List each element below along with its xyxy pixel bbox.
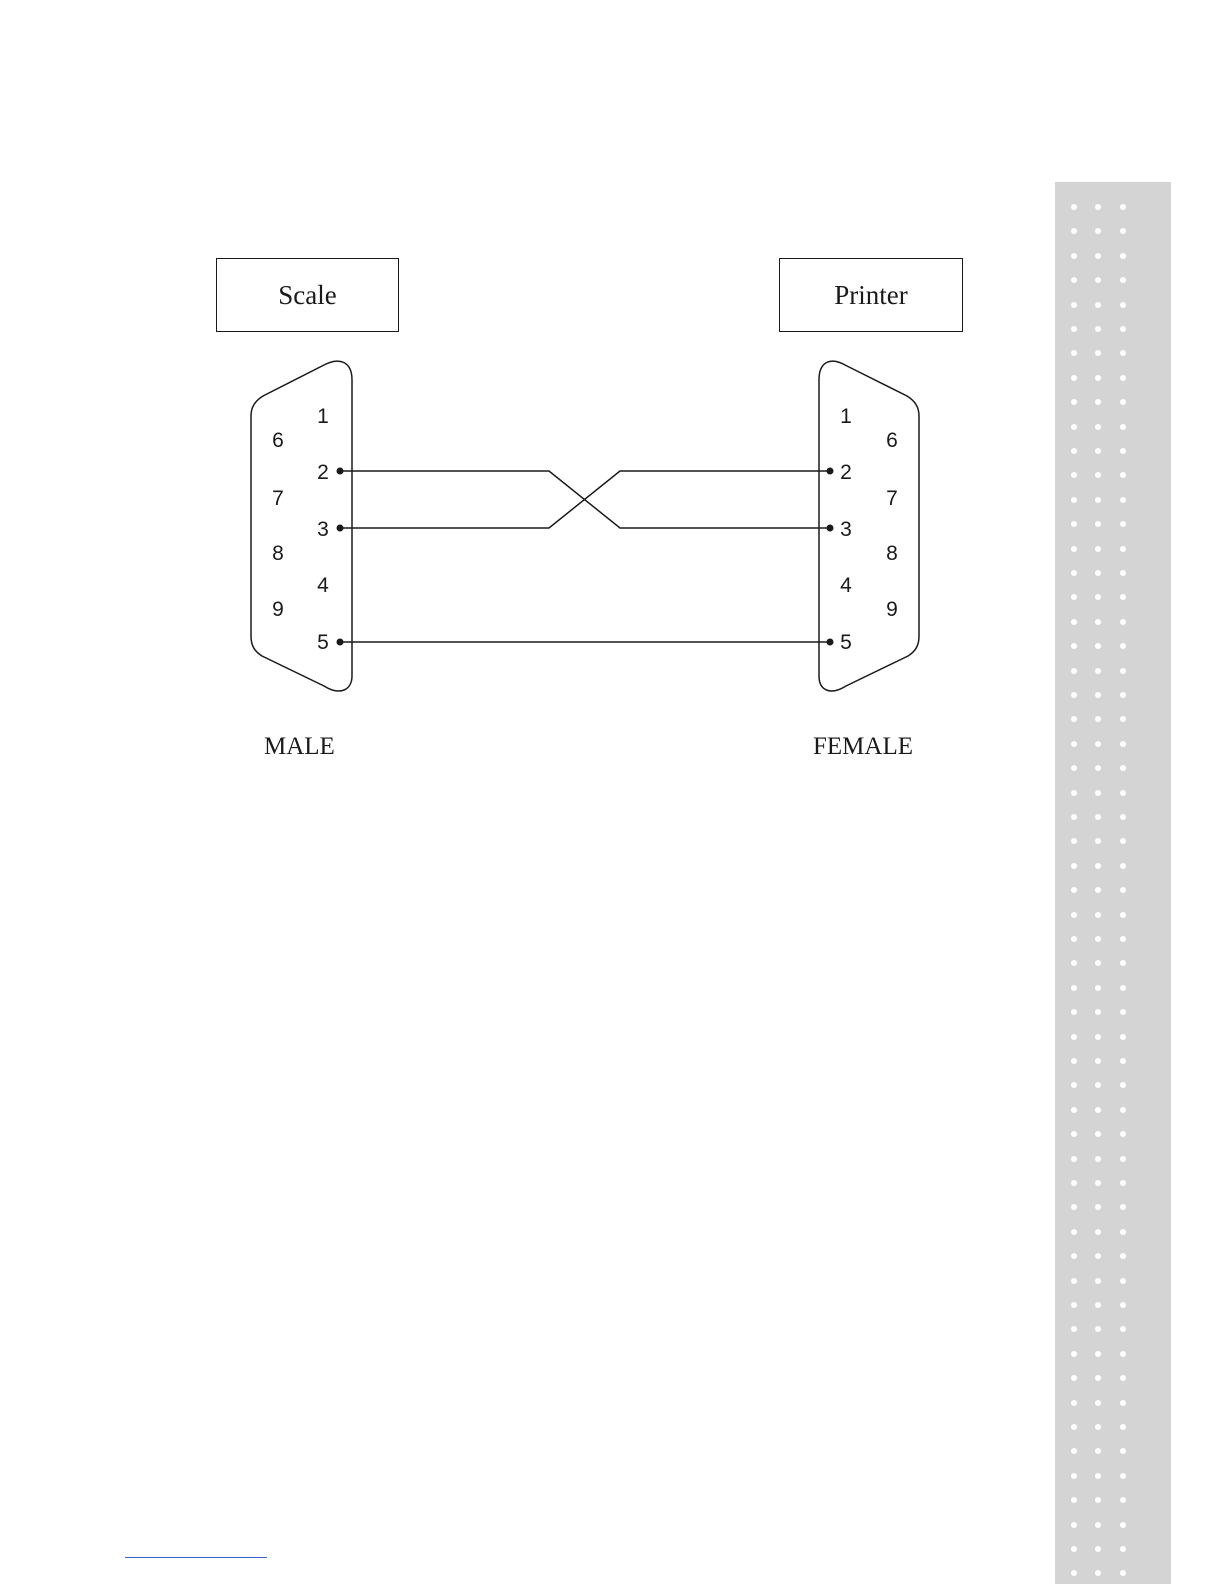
male-pin-5-dot — [337, 639, 344, 646]
female-pin-3: 3 — [840, 518, 852, 541]
female-pin-2: 2 — [840, 461, 852, 484]
male-pin-3-dot — [337, 525, 344, 532]
wire-3-to-2 — [340, 471, 830, 528]
male-pin-3: 3 — [317, 518, 329, 541]
male-pin-7: 7 — [272, 487, 284, 510]
female-pin-2-dot — [827, 468, 834, 475]
male-pin-1: 1 — [317, 405, 329, 428]
male-label: MALE — [264, 733, 335, 761]
male-pin-6: 6 — [272, 429, 284, 452]
male-pin-9: 9 — [272, 598, 284, 621]
female-connector-shell — [819, 361, 919, 691]
female-pin-8: 8 — [886, 542, 898, 565]
female-pin-6: 6 — [886, 429, 898, 452]
female-label: FEMALE — [813, 733, 913, 761]
male-pin-5: 5 — [317, 631, 329, 654]
male-pin-8: 8 — [272, 542, 284, 565]
female-pin-5: 5 — [840, 631, 852, 654]
female-pin-4: 4 — [840, 574, 852, 597]
male-pin-2: 2 — [317, 461, 329, 484]
footer-rule — [125, 1557, 267, 1558]
female-pin-3-dot — [827, 525, 834, 532]
female-pin-1: 1 — [840, 405, 852, 428]
female-pin-7: 7 — [886, 487, 898, 510]
male-pin-4: 4 — [317, 574, 329, 597]
female-pin-5-dot — [827, 639, 834, 646]
male-pin-2-dot — [337, 468, 344, 475]
female-pin-9: 9 — [886, 598, 898, 621]
